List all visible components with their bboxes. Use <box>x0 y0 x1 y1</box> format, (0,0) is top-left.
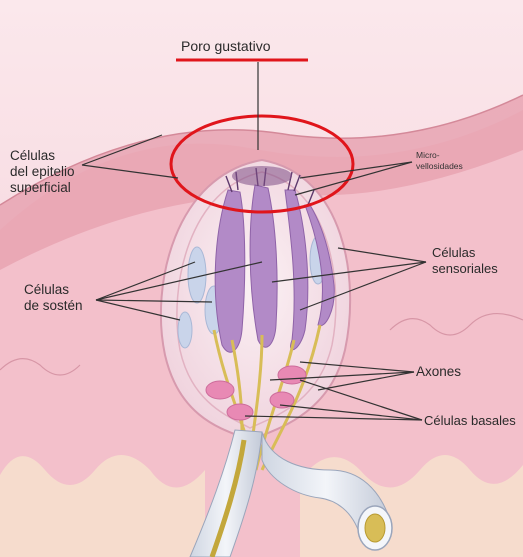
label-poro-gustativo: Poro gustativo <box>181 38 271 54</box>
label-axones: Axones <box>416 364 461 380</box>
label-celulas-sensoriales: Células sensoriales <box>432 245 498 277</box>
label-microvellosidades: Micro- vellosidades <box>416 150 463 172</box>
label-celulas-basales: Células basales <box>424 413 516 429</box>
label-celulas-soston: Células de sostén <box>24 282 83 314</box>
label-celulas-epitelio: Células del epitelio superficial <box>10 148 75 196</box>
taste-pore-cap <box>232 166 292 186</box>
